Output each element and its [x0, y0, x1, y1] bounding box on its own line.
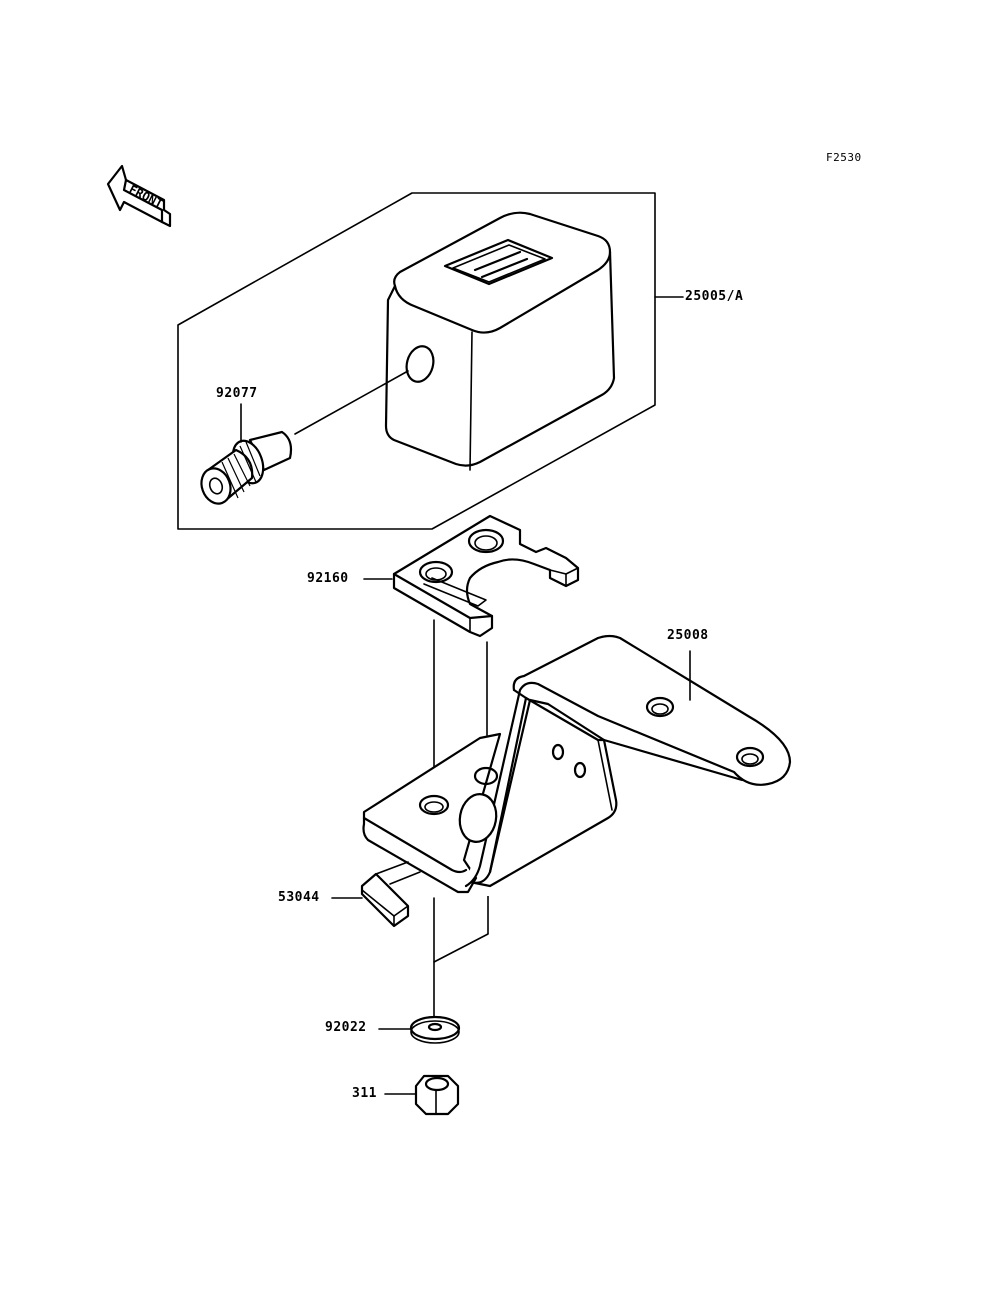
part-label-92022: 92022 — [325, 1020, 367, 1035]
alignment-line — [433, 933, 489, 963]
part-label-92160: 92160 — [307, 571, 349, 586]
part-label-53044: 53044 — [278, 890, 320, 905]
meter-housing — [384, 211, 616, 471]
front-arrow-icon: FRONT — [106, 164, 172, 228]
nut-part — [414, 1074, 460, 1116]
washer-part — [409, 1015, 461, 1044]
gear-part — [200, 430, 293, 505]
part-label-25008: 25008 — [667, 628, 709, 643]
connector-line — [294, 370, 409, 435]
part-label-25005a: 25005/A — [685, 289, 744, 304]
part-label-311: 311 — [352, 1086, 377, 1101]
figure-code: F2530 — [826, 151, 862, 164]
bracket-part — [362, 634, 792, 894]
key-part — [360, 861, 421, 928]
part-label-92077: 92077 — [216, 386, 258, 401]
plate-part — [392, 514, 580, 638]
leader-lines — [240, 403, 691, 1095]
assembly-outline — [177, 192, 684, 530]
